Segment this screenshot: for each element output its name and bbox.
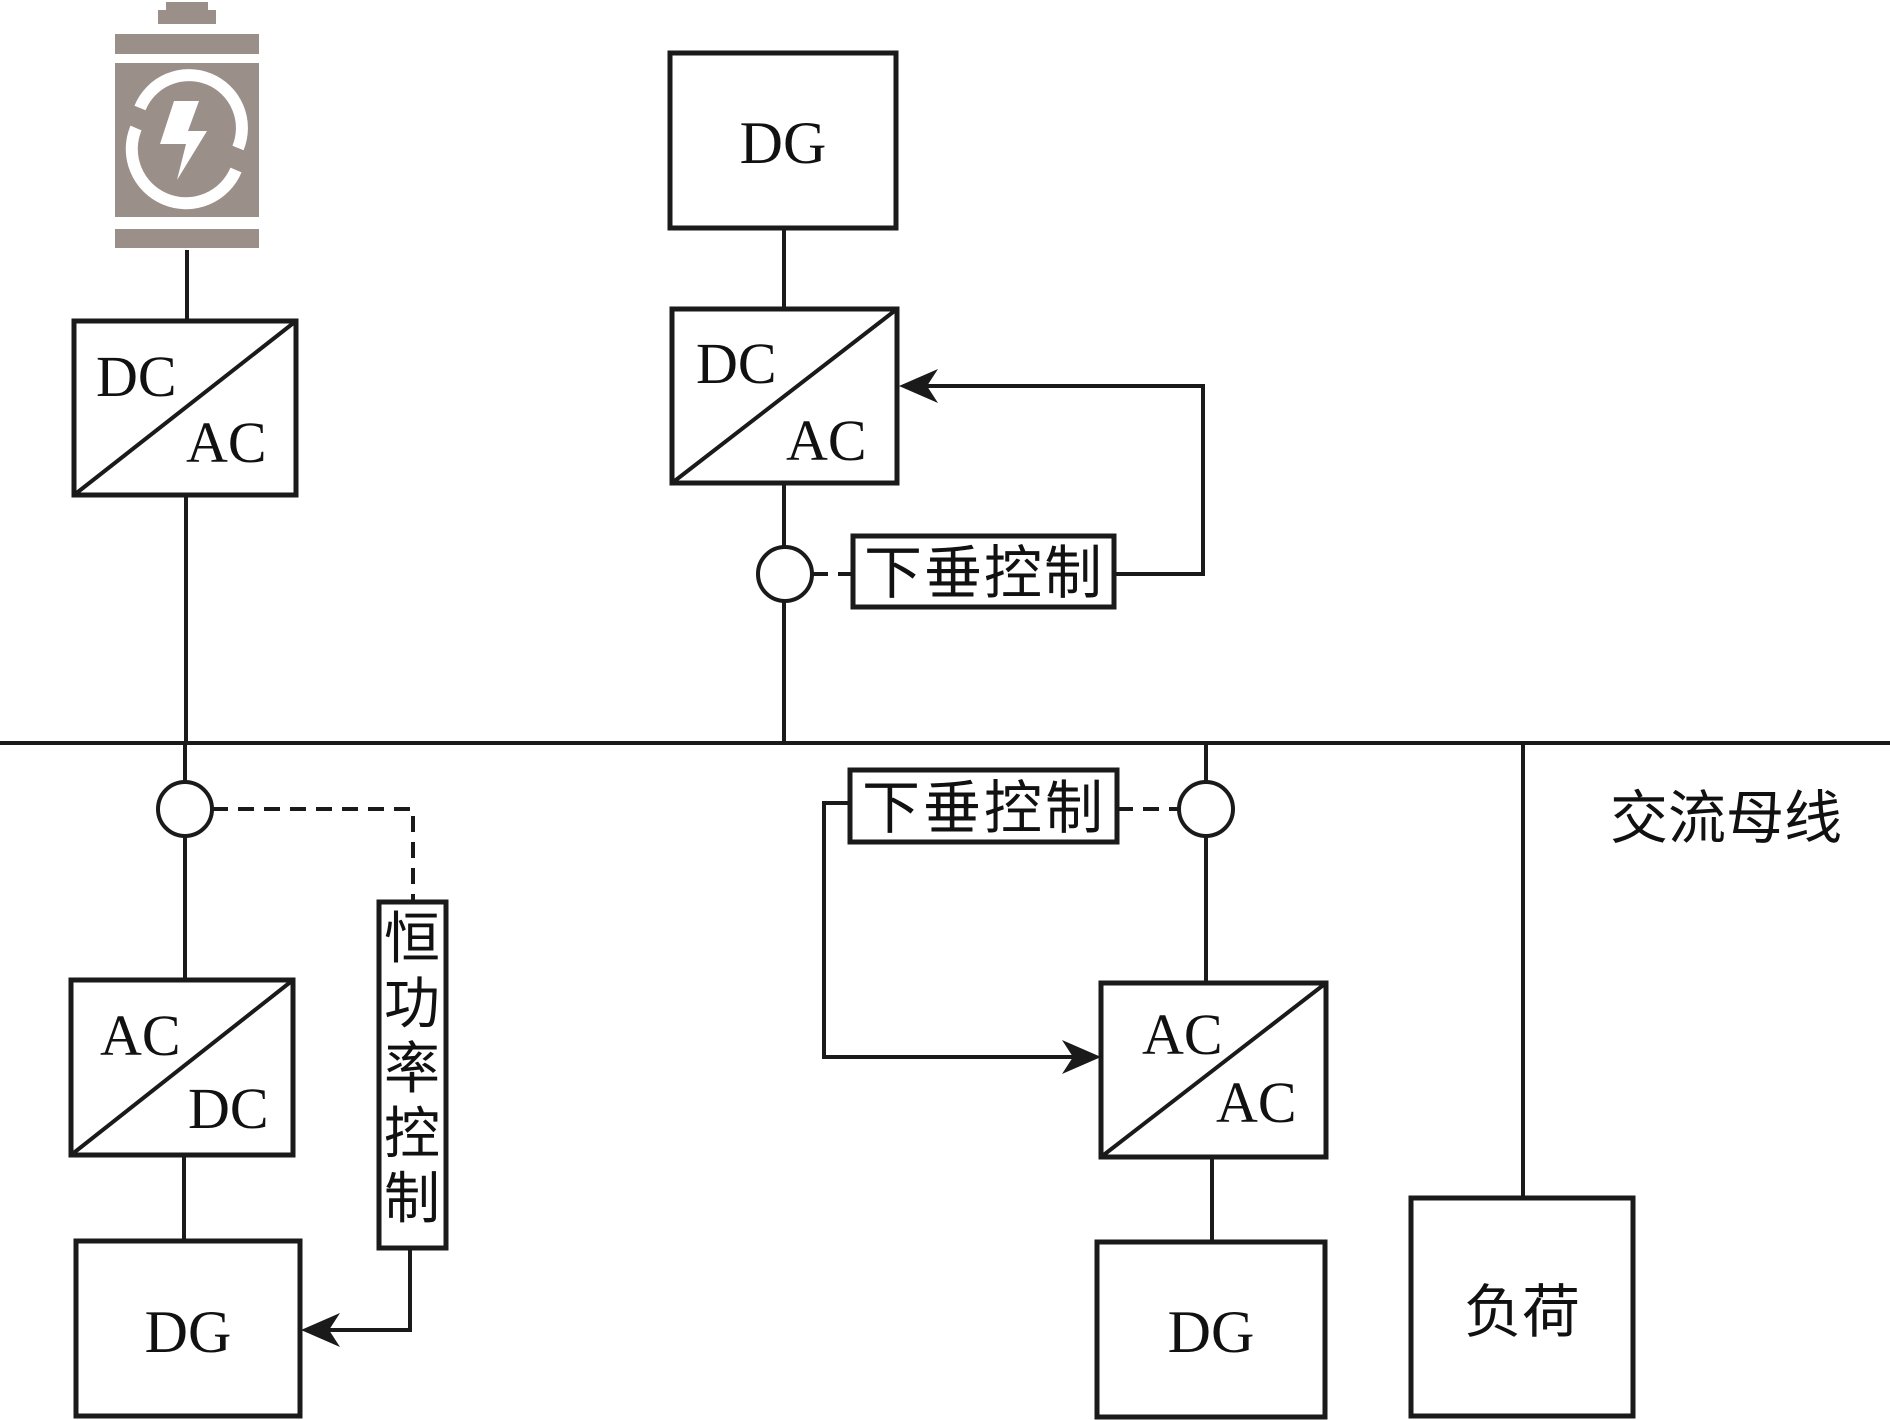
bl-control-arrowhead (301, 1313, 340, 1347)
br-control-arrowhead (1062, 1040, 1101, 1074)
svg-text:AC: AC (1142, 1002, 1223, 1067)
svg-text:恒: 恒 (384, 907, 440, 972)
bl-measure-dashed-line (212, 807, 415, 901)
storage-dc-ac-converter: DC AC (71, 318, 299, 498)
svg-text:AC: AC (186, 410, 267, 475)
bl-dg-source: DG (73, 1238, 303, 1419)
svg-text:下垂控制: 下垂控制 (862, 774, 1106, 842)
dg-top-source: DG (667, 50, 899, 231)
svg-text:DG: DG (740, 110, 827, 176)
svg-text:DC: DC (696, 331, 777, 396)
svg-text:DC: DC (96, 344, 177, 409)
dg-top-feedback-line (920, 384, 1205, 576)
svg-text:功: 功 (384, 972, 440, 1037)
svg-text:DG: DG (1168, 1299, 1255, 1365)
svg-text:制: 制 (384, 1167, 440, 1232)
svg-text:AC: AC (1216, 1070, 1297, 1135)
br-control-output-line (822, 801, 1080, 1059)
dg-top-sensor-node (756, 545, 814, 603)
bl-sensor-node (156, 780, 214, 838)
br-ac-ac-converter: AC AC (1098, 980, 1329, 1160)
dg-top-droop-control-box: 下垂控制 (850, 533, 1117, 610)
svg-text:DC: DC (188, 1076, 269, 1141)
svg-text:负荷: 负荷 (1464, 1278, 1580, 1346)
br-dg-source: DG (1094, 1239, 1328, 1420)
svg-text:AC: AC (100, 1003, 181, 1068)
svg-text:AC: AC (786, 408, 867, 473)
load-box: 负荷 (1408, 1195, 1636, 1419)
lightning-icon (160, 101, 207, 180)
br-droop-control-box: 下垂控制 (847, 767, 1120, 845)
br-sensor-node (1177, 780, 1235, 838)
bl-ac-dc-converter: AC DC (68, 977, 296, 1158)
dg-top-dc-ac-converter: DC AC (669, 306, 900, 486)
svg-text:控: 控 (384, 1102, 440, 1167)
bl-control-output-line (322, 1248, 412, 1332)
battery-icon (115, 2, 259, 248)
svg-text:下垂控制: 下垂控制 (864, 539, 1104, 607)
dg-top-feedback-arrowhead (899, 369, 938, 403)
svg-text:率: 率 (384, 1037, 440, 1102)
ac-bus-label: 交流母线 (1610, 784, 1842, 852)
bl-constant-power-control-box: 恒 功 率 控 制 (376, 899, 449, 1251)
svg-text:DG: DG (145, 1299, 232, 1365)
